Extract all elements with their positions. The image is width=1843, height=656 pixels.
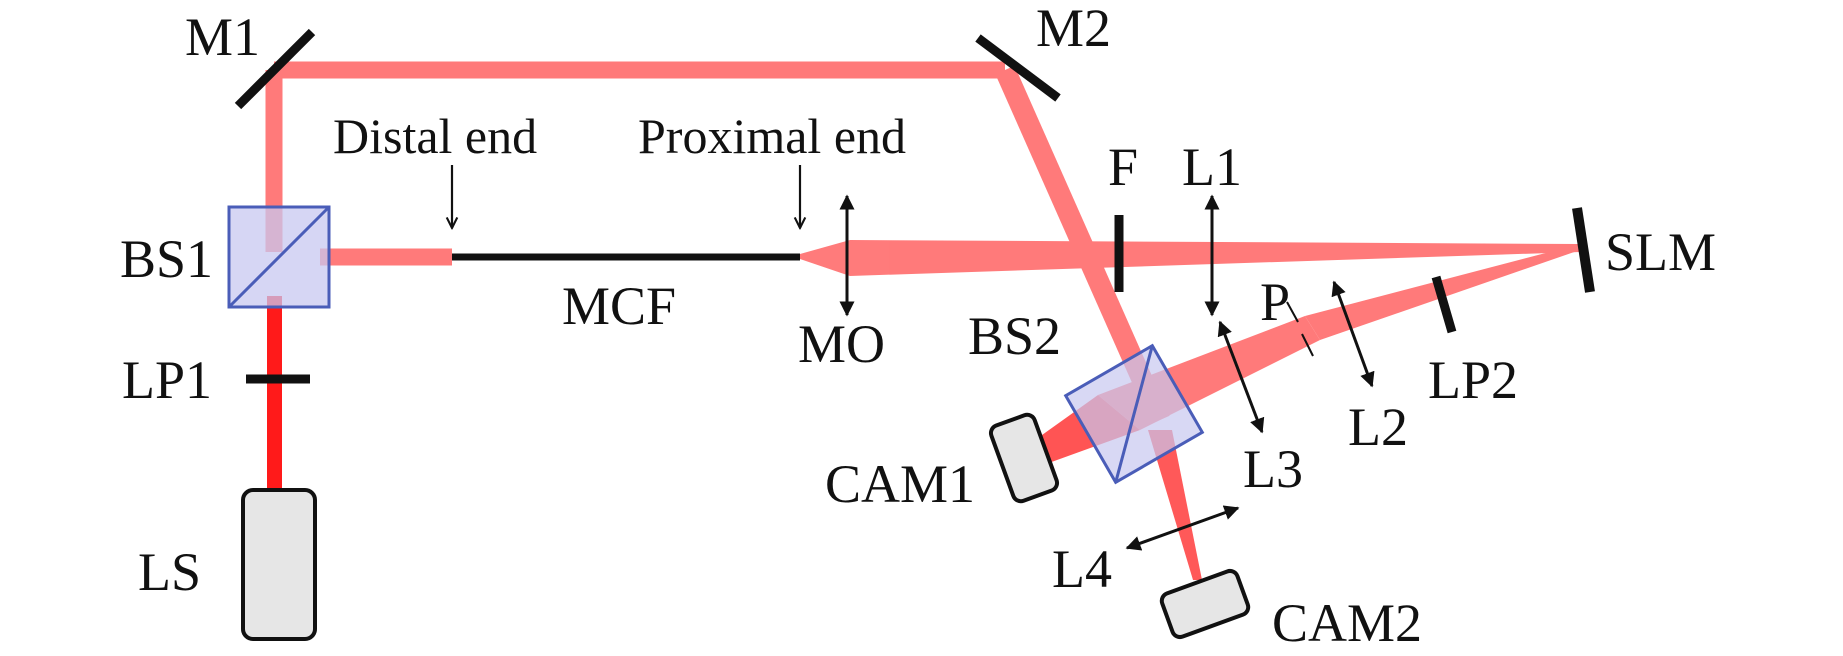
bs1-cube	[227, 205, 331, 309]
beam-ls-to-bs1	[267, 296, 282, 490]
pinhole-p	[1286, 301, 1314, 357]
label-slm: SLM	[1605, 222, 1716, 282]
label-mcf: MCF	[562, 276, 676, 336]
label-cam2: CAM2	[1272, 593, 1422, 653]
light-source-ls	[241, 488, 317, 641]
label-l1: L1	[1182, 137, 1242, 197]
label-l4: L4	[1052, 539, 1112, 599]
bs2-cube	[1063, 343, 1205, 485]
lens-l3	[1217, 320, 1265, 434]
label-m1: M1	[185, 7, 260, 67]
label-l2: L2	[1348, 397, 1408, 457]
label-f: F	[1108, 137, 1138, 197]
label-bs2: BS2	[968, 306, 1061, 366]
camera-cam1	[988, 412, 1060, 504]
label-lp1: LP1	[122, 350, 212, 410]
lens-l2	[1331, 280, 1375, 388]
label-bs1: BS1	[120, 229, 213, 289]
label-mo: MO	[798, 314, 885, 374]
label-proximal-end: Proximal end	[638, 108, 906, 164]
camera-cam2	[1159, 568, 1251, 640]
beam-mo-to-slm	[800, 240, 1580, 276]
label-p: P	[1260, 272, 1290, 332]
label-ls: LS	[138, 542, 201, 602]
polarizer-lp2	[1431, 275, 1457, 334]
label-layer: M1 M2 Distal end Proximal end F L1 BS1 S…	[120, 0, 1716, 653]
slm-panel	[1572, 207, 1595, 293]
label-cam1: CAM1	[825, 454, 975, 514]
label-distal-end: Distal end	[333, 108, 537, 164]
mirror-m2	[975, 34, 1061, 102]
mirror-m1	[234, 28, 316, 110]
lens-l4	[1125, 505, 1240, 551]
label-lp2: LP2	[1428, 350, 1518, 410]
label-m2: M2	[1036, 0, 1111, 58]
label-l3: L3	[1243, 439, 1303, 499]
